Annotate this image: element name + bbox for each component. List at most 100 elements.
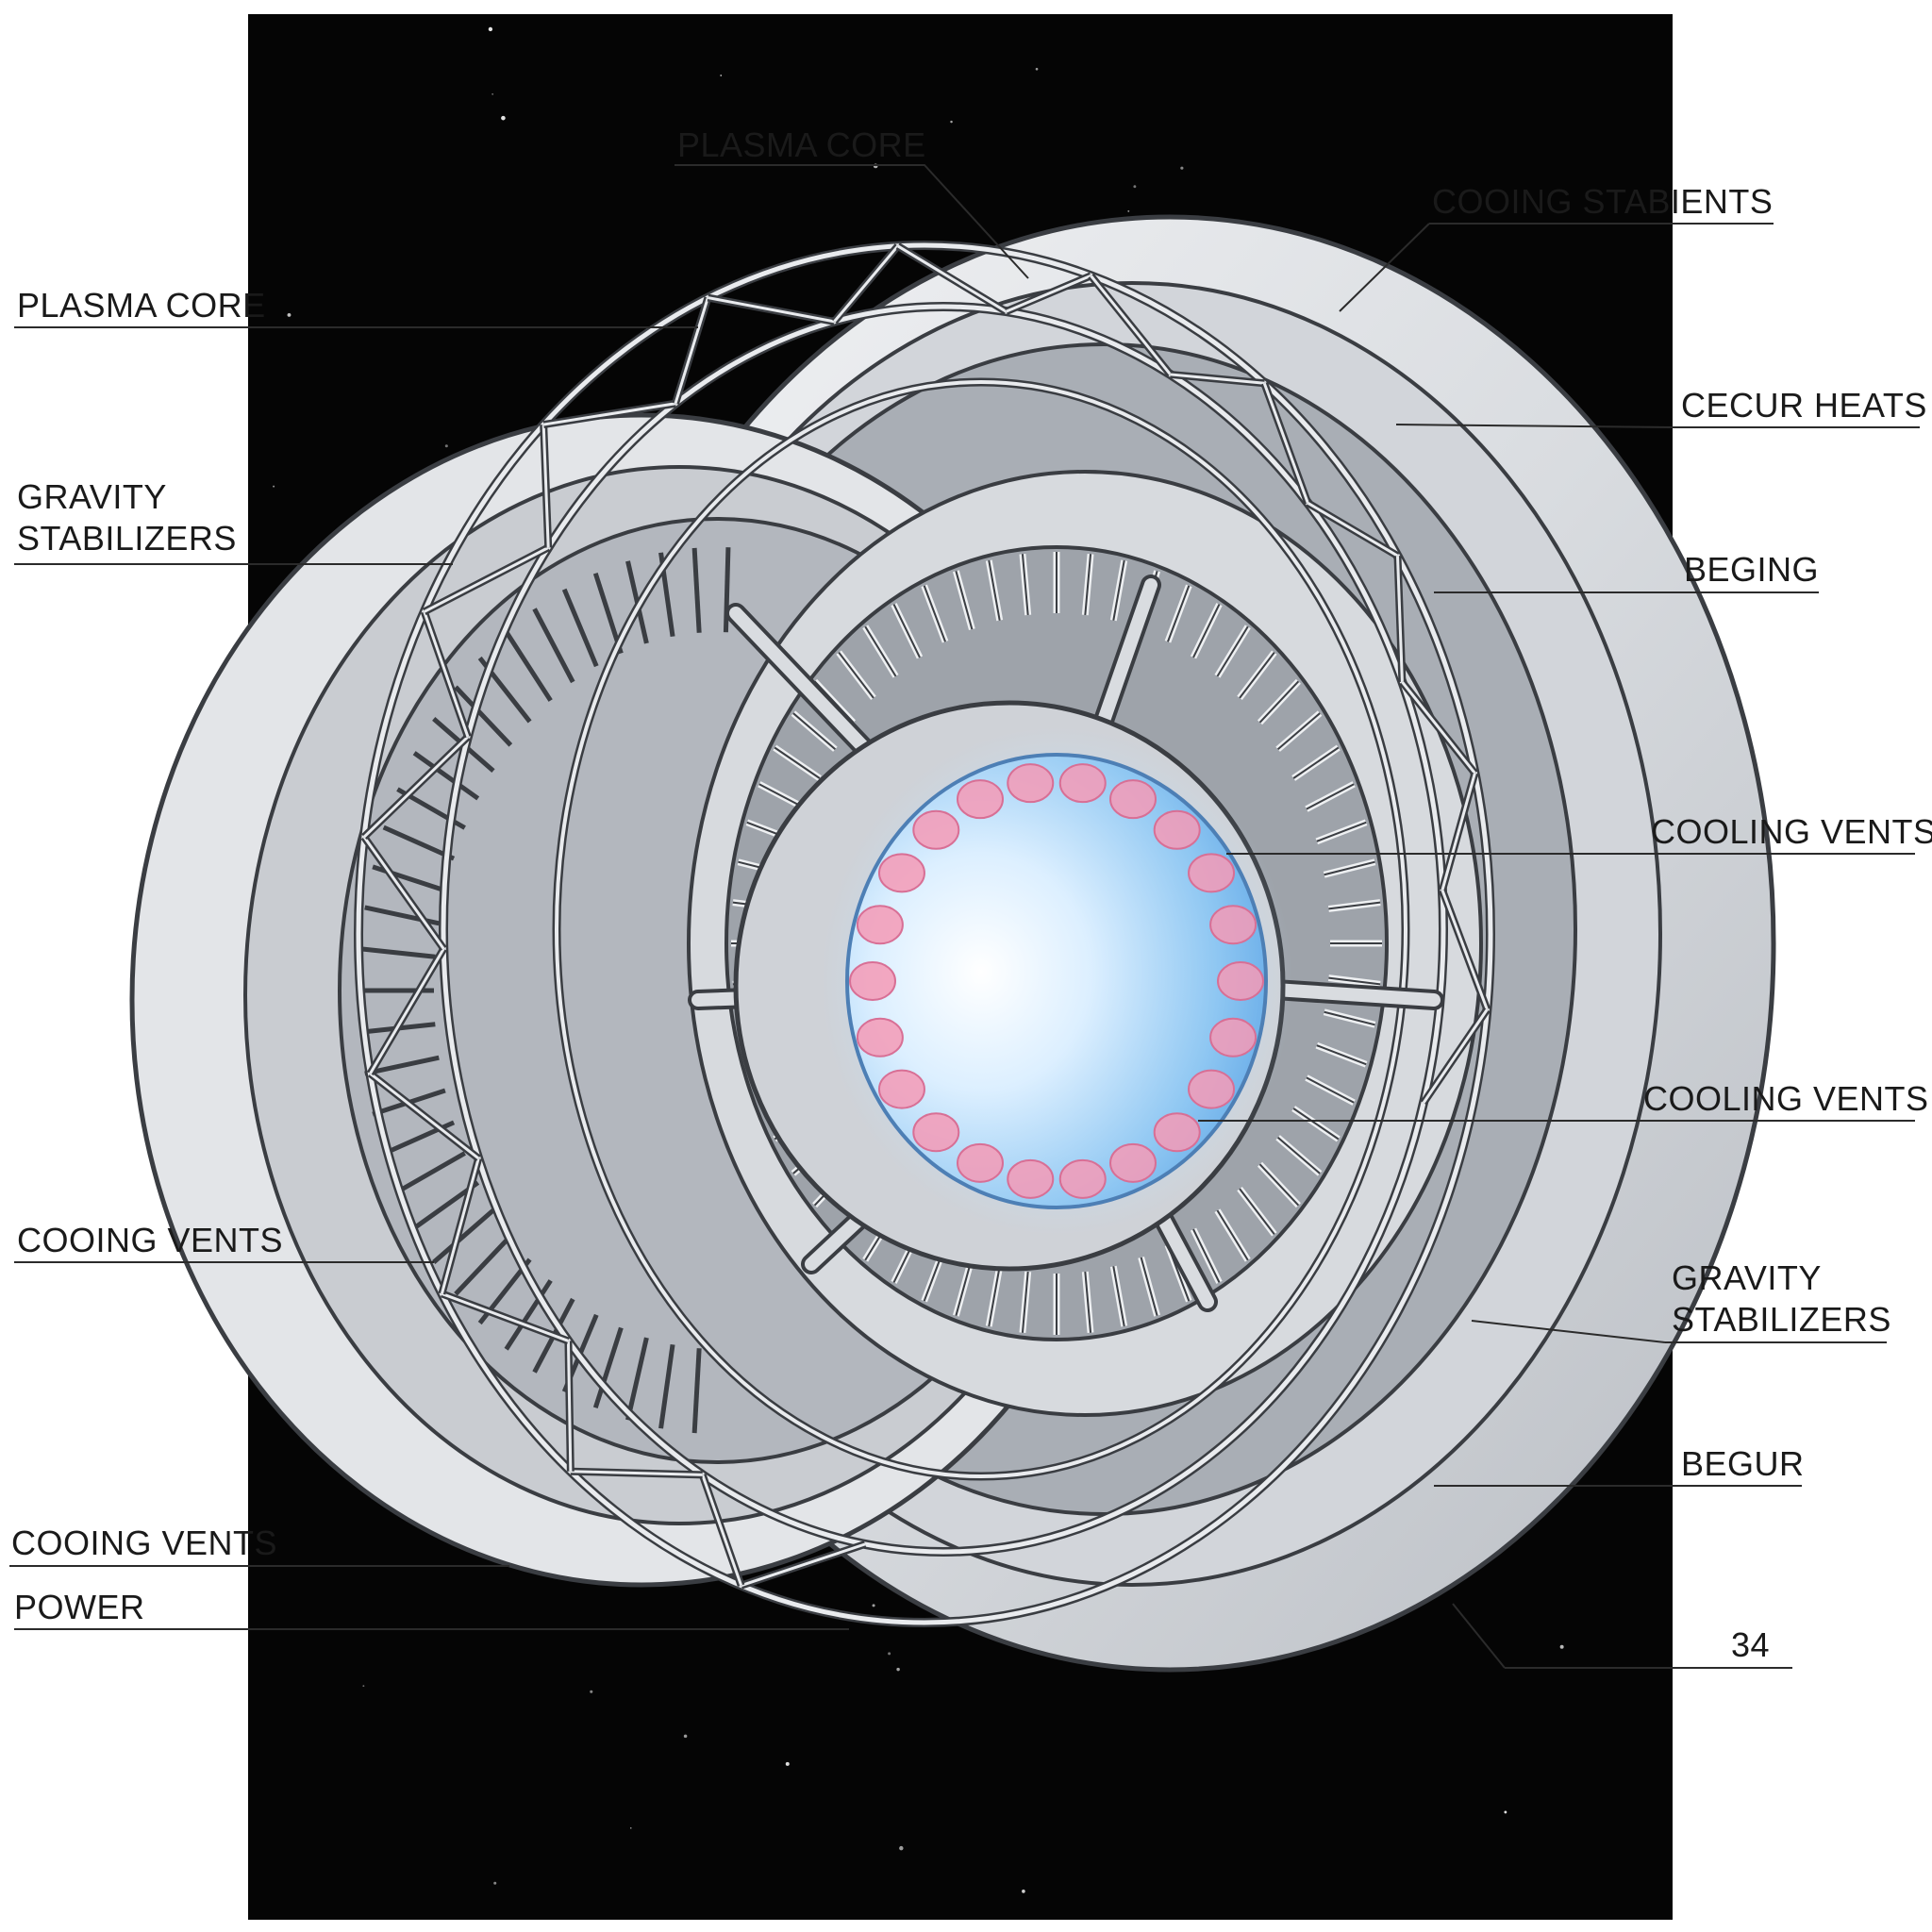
vent-fin [504,1279,553,1351]
vent-fin-edge [1216,625,1249,677]
plasma-node [1188,853,1236,893]
plasma-node [1153,809,1201,850]
truss-strut-highlight [541,425,550,548]
label-text: COOING VENTS [17,1221,284,1259]
vent-fin-edge [1292,1108,1340,1141]
plasma-node [1058,763,1107,804]
vent-fin-edge [988,559,1001,621]
star [1133,185,1137,189]
truss-strut-highlight [1262,382,1309,504]
vent-fin-edge [864,625,897,677]
vent-fin-edge [1216,1209,1249,1261]
star [1504,1810,1507,1814]
truss-strut-highlight [369,1072,480,1160]
vent-fin-edge [1316,821,1367,842]
vent-fin-edge [1140,1257,1158,1316]
plasma-node [956,779,1004,820]
truss-strut-highlight [741,1542,866,1588]
star [362,1685,365,1688]
star [950,120,953,124]
vent-fin-edge [1021,554,1029,616]
plasma-node [849,961,896,1001]
star [720,75,723,76]
vent-fin-edge [955,571,974,630]
truss-strut-highlight [1441,890,1489,1010]
plasma-node [1209,1017,1257,1058]
truss-strut-highlight [570,1470,703,1476]
label-power: POWER [14,1587,145,1628]
label-begur: BEGUR [1681,1443,1805,1485]
vent-fin-edge [792,712,837,751]
vent-fin-edge [1292,746,1340,779]
truss-strut-highlight [1422,1008,1489,1104]
label-text: POWER [14,1588,145,1626]
star [1180,166,1184,170]
label-text: COOING VENTS [11,1524,278,1562]
vent-fin-edge [988,1266,1001,1327]
vent-fin [561,588,599,668]
star [444,444,448,448]
label-cooling-vents-upper: COOLING VENTS [1651,811,1932,853]
truss-strut-highlight [833,244,899,323]
vent-fin [382,824,456,861]
vent-fin [359,946,436,959]
vent-fin-edge [1258,1163,1300,1207]
plasma-node [877,1069,925,1109]
label-text: 34 [1731,1625,1771,1664]
label-cooing-stabients: COOING STABIENTS [1432,181,1773,223]
truss-strut-highlight [1090,275,1172,375]
vent-fin [454,1234,513,1296]
vent-fin-edge [1258,680,1300,724]
plasma-node [1007,1158,1055,1199]
plasma-core-sphere [821,726,1292,1236]
star [872,1604,875,1607]
star [488,26,493,32]
vent-fin-edge [1192,604,1221,658]
truss-strut-highlight [1170,373,1265,385]
label-text: COOLING VENTS [1651,812,1932,851]
vent-fin [691,547,702,633]
label-text-line-1: GRAVITY [1672,1258,1822,1297]
plasma-nodes [849,763,1264,1199]
vent-fin-edge [1324,860,1375,876]
plasma-node [1109,779,1158,820]
star [493,1881,497,1885]
vent-fin-edge [1276,712,1321,751]
vent-fin [454,685,513,747]
truss-strut-highlight [440,1158,480,1294]
vent-fin-edge [923,585,946,642]
vent-fin-edge [1021,1271,1029,1333]
vent-fin [412,751,480,801]
star [273,485,275,488]
star [501,115,506,121]
plasma-node [1209,905,1257,945]
label-cooing-vents-bottom: COOING VENTS [11,1523,277,1564]
leader-lines [9,164,1920,1669]
truss-strut-highlight [674,297,709,405]
vent-fin-edge [892,604,921,658]
vent-fin [364,1055,440,1076]
truss-strut-highlight [1401,680,1476,774]
plasma-node [877,853,925,893]
plasma-node [912,809,960,850]
vent-fin-edge [838,651,874,699]
truss-strut-highlight [424,546,549,613]
vent-fin [532,608,575,684]
vent-fin [658,1343,675,1429]
star [896,1667,900,1672]
label-plasma-core-left: PLASMA CORE [17,285,266,326]
label-text: COOING STABIENTS [1432,182,1774,221]
truss-strut-highlight [1005,274,1092,313]
truss-strut-highlight [1395,556,1404,682]
label-beging: BEGING [1684,549,1819,591]
truss-strut-highlight [542,402,676,426]
star [491,92,494,95]
vent-fin [432,1208,495,1264]
vent-fin-edge [1239,651,1275,699]
star [629,1827,632,1829]
plasma-node [956,1142,1004,1183]
plasma-node [1188,1069,1236,1109]
vent-fin-edge [1112,1266,1125,1327]
label-text: BEGING [1684,550,1820,589]
